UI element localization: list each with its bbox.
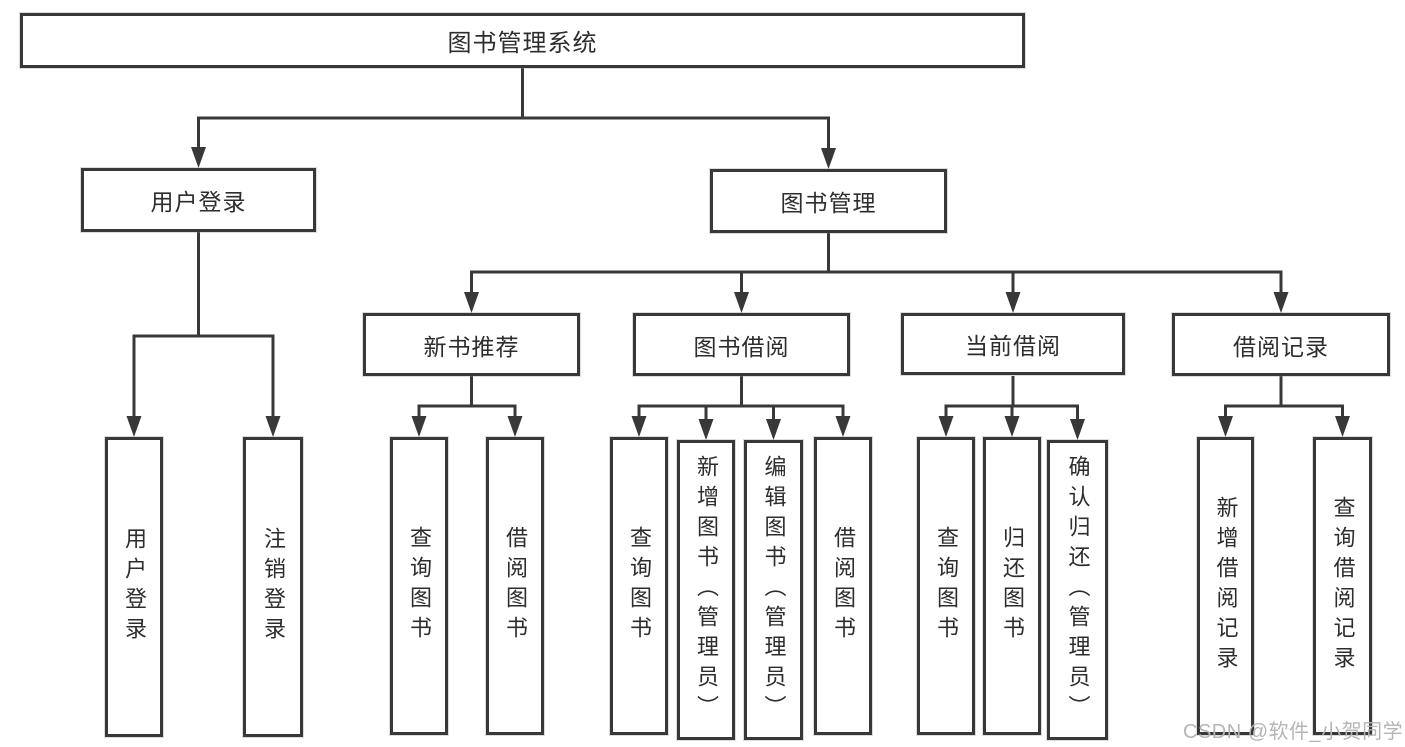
arrowhead-icon (191, 147, 206, 168)
connector-path (637, 376, 845, 422)
node-book-management: 图书管理 (710, 169, 947, 233)
leaf-query-books-recommend: 查询图书 (390, 437, 448, 735)
connector-path (197, 68, 830, 151)
arrowhead-icon (698, 419, 714, 440)
connector-path (944, 376, 1079, 422)
leaf-borrow-books-borrowing: 借阅图书 (814, 437, 872, 735)
csdn-watermark: CSDN @软件_小贺同学 (1183, 721, 1404, 743)
connector-root-to-level2 (191, 68, 836, 169)
leaf-logout: 注销登录 (243, 437, 303, 737)
arrowhead-icon (835, 416, 851, 437)
node-current-borrowing: 当前借阅 (901, 313, 1125, 375)
leaf-label: 查询图书 (627, 526, 652, 646)
leaf-label: 用户登录 (122, 527, 147, 647)
connector-path (470, 233, 1283, 295)
leaf-add-books-admin: 新增图书（管理员） (677, 440, 735, 740)
leaf-return-books: 归还图书 (983, 437, 1041, 735)
arrowhead-icon (1004, 416, 1020, 437)
connector-userlogin-to-leaves (126, 232, 281, 437)
arrowhead-icon (734, 292, 749, 313)
node-library-system: 图书管理系统 (20, 13, 1025, 68)
connector-newbookrec-to-leaves (411, 376, 523, 437)
leaf-query-books-borrowing: 查询图书 (610, 437, 668, 735)
arrowhead-icon (411, 416, 427, 437)
leaf-query-books-current: 查询图书 (917, 437, 975, 735)
arrowhead-icon (1218, 416, 1233, 437)
arrowhead-icon (1005, 292, 1021, 313)
leaf-label: 查询图书 (407, 526, 432, 646)
leaf-query-borrow-record: 查询借阅记录 (1313, 437, 1372, 735)
connector-bookborrow-to-leaves (631, 376, 851, 440)
arrowhead-icon (1070, 419, 1085, 440)
arrowhead-icon (821, 148, 836, 169)
node-user-login: 用户登录 (81, 168, 316, 232)
arrowhead-icon (1335, 416, 1350, 437)
arrowhead-icon (507, 416, 523, 437)
connector-bookmgmt-to-level3 (464, 233, 1289, 313)
arrowhead-icon (631, 416, 647, 437)
leaf-label: 确认归还（管理员） (1065, 455, 1091, 725)
leaf-confirm-return-admin: 确认归还（管理员） (1047, 440, 1108, 740)
leaf-label: 编辑图书（管理员） (761, 455, 787, 725)
leaf-label: 查询借阅记录 (1330, 496, 1356, 676)
arrowhead-icon (1273, 292, 1289, 313)
leaf-add-borrow-record: 新增借阅记录 (1197, 437, 1254, 735)
leaf-label: 归还图书 (1000, 526, 1025, 646)
leaf-label: 借阅图书 (503, 526, 528, 646)
arrowhead-icon (938, 416, 954, 437)
leaf-label: 借阅图书 (831, 526, 856, 646)
connector-path (1224, 376, 1344, 419)
node-book-borrowing: 图书借阅 (633, 313, 850, 376)
connector-borrowrecords-to-leaves (1218, 376, 1350, 437)
leaf-label: 查询图书 (934, 526, 959, 646)
arrowhead-icon (265, 416, 281, 437)
arrowhead-icon (464, 292, 479, 313)
node-borrowing-records: 借阅记录 (1172, 313, 1390, 376)
leaf-label: 注销登录 (261, 527, 286, 647)
connector-path (417, 376, 517, 419)
connector-path (132, 232, 275, 419)
arrowhead-icon (126, 416, 142, 437)
leaf-user-login: 用户登录 (105, 437, 163, 737)
leaf-borrow-books-recommend: 借阅图书 (486, 437, 544, 735)
leaf-label: 新增图书（管理员） (694, 455, 719, 725)
arrowhead-icon (766, 419, 781, 440)
leaf-label: 新增借阅记录 (1213, 496, 1239, 676)
node-new-book-recommend: 新书推荐 (363, 313, 580, 376)
connector-currentborrow-to-leaves (938, 376, 1085, 440)
leaf-edit-books-admin: 编辑图书（管理员） (744, 440, 803, 740)
